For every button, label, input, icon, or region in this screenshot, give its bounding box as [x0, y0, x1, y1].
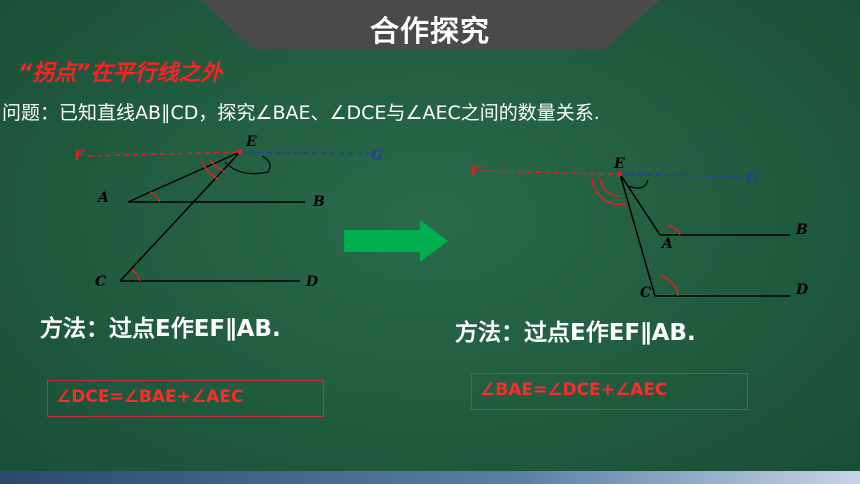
left-label-e: E [245, 134, 257, 150]
right-line-fe [481, 170, 621, 175]
formula-text-left: ∠DCE=∠BAE+∠AEC [56, 387, 244, 407]
right-line-eg [619, 173, 746, 178]
right-point-e [617, 171, 623, 177]
right-angle-e-red-2 [591, 177, 627, 206]
right-angle-e-red-1 [599, 177, 623, 197]
right-label-e: E [613, 156, 625, 172]
formula-box-right: ∠BAE=∠DCE+∠AEC [471, 373, 748, 410]
formula-text-right: ∠BAE=∠DCE+∠AEC [480, 380, 668, 400]
question-text: 问题：已知直线AB∥CD，探究∠BAE、∠DCE与∠AEC之间的数量关系. [2, 102, 600, 124]
method-text-right: 方法：过点E作EF∥AB. [455, 320, 696, 346]
right-line-ea [619, 173, 661, 236]
left-label-f: F [73, 148, 85, 164]
right-angle-c [659, 275, 679, 297]
left-line-fe [87, 151, 241, 157]
right-diagram: E F G A B C D [469, 156, 809, 301]
left-label-a: A [96, 190, 109, 206]
method-text-left: 方法：过点E作EF∥AB. [40, 316, 281, 342]
right-label-f: F [469, 164, 481, 180]
left-label-b: B [312, 194, 325, 210]
formula-box-left: ∠DCE=∠BAE+∠AEC [47, 380, 324, 417]
right-label-g: G [747, 170, 759, 186]
left-label-d: D [305, 274, 319, 290]
left-angle-e-black [224, 155, 271, 175]
left-line-ec [119, 151, 241, 282]
page-title: 合作探究 [369, 14, 490, 48]
bottom-decor-bar [0, 471, 860, 484]
right-angle-a [667, 225, 681, 236]
left-label-g: G [371, 148, 383, 164]
right-line-ec [619, 173, 656, 297]
right-label-d: D [795, 282, 809, 298]
left-diagram: E F G A B C D [73, 134, 383, 290]
left-line-ea [127, 151, 241, 203]
right-arrow-icon [344, 220, 448, 262]
left-angle-c [131, 269, 141, 282]
left-label-c: C [95, 274, 106, 290]
section-subtitle: “拐点”在平行线之外 [18, 61, 223, 86]
left-line-eg [239, 151, 371, 155]
left-angle-e-red-1 [209, 159, 227, 173]
right-label-b: B [795, 222, 808, 238]
right-label-a: A [660, 236, 673, 252]
left-angle-e-red-2 [201, 161, 221, 181]
title-banner [200, 0, 660, 50]
left-angle-a [149, 191, 161, 203]
right-label-c: C [640, 285, 651, 301]
right-angle-e-black [627, 179, 649, 189]
left-point-e [237, 149, 243, 155]
